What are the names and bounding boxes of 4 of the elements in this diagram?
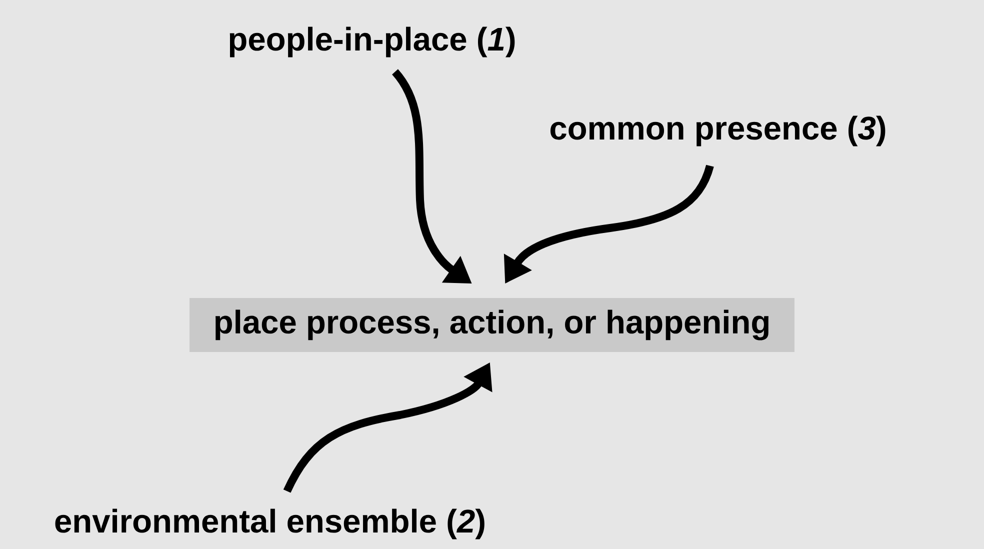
process-box: place process, action, or happening [190, 298, 794, 352]
concept-label: environmental ensemble (2) [55, 508, 484, 540]
concept-label: common presence (3) [550, 116, 886, 146]
concept-label: people-in-place (1) [230, 26, 515, 58]
